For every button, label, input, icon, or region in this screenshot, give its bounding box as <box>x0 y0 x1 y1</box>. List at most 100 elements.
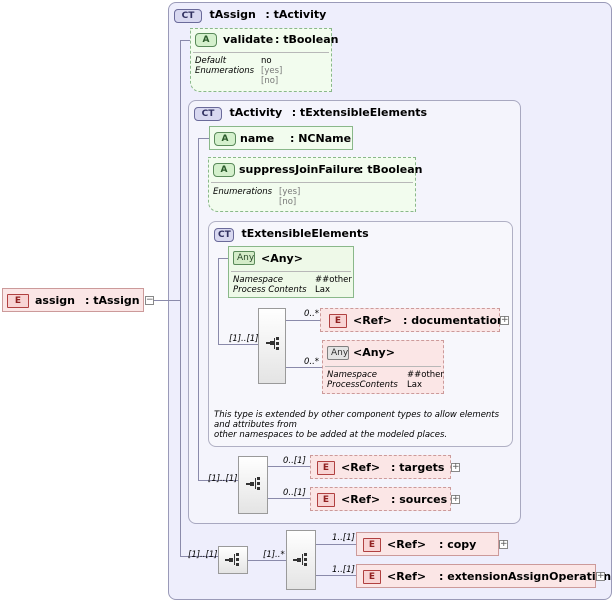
targets-ref: <Ref> <box>341 461 381 474</box>
sequence-multiplicity: [1]..[1] <box>229 334 259 344</box>
enumerations-label: Enumerations <box>195 66 255 76</box>
namespace-label: Namespace <box>233 275 284 285</box>
tAssign-type: : tActivity <box>265 8 327 21</box>
attribute-badge-icon: A <box>214 132 236 146</box>
extension-multiplicity: 1..[1] <box>332 565 355 575</box>
description-line-2: other namespaces to be added at the mode… <box>214 430 448 440</box>
connector <box>198 138 210 139</box>
description-line-1: This type is extended by other component… <box>214 410 500 430</box>
name-attr-type: : NCName <box>290 132 352 145</box>
tAssign-name: tAssign <box>209 8 256 21</box>
expand-icon[interactable]: + <box>499 539 508 549</box>
connector <box>218 344 258 345</box>
divider <box>325 366 441 367</box>
validate-type: : tBoolean <box>275 33 339 46</box>
connector <box>268 498 310 499</box>
expand-icon[interactable]: + <box>451 494 460 504</box>
any-element-namespace-other-2[interactable]: Any <Any> Namespace ##other ProcessConte… <box>322 340 444 394</box>
sequence-compositor-icon[interactable] <box>238 456 268 514</box>
connector <box>286 320 320 321</box>
validate-name: validate <box>223 33 274 46</box>
choice-compositor-icon[interactable] <box>286 530 316 590</box>
targets-element[interactable]: E <Ref> : targets <box>310 455 451 479</box>
enum-value-no: [no] <box>261 76 279 86</box>
process-contents-label: Process Contents <box>233 285 307 295</box>
tActivity-name: tActivity <box>229 106 283 119</box>
tExtensibleElements-name: tExtensibleElements <box>241 227 369 240</box>
connector <box>316 544 356 545</box>
default-value: no <box>261 56 272 66</box>
process-contents-label: ProcessContents <box>327 380 398 390</box>
sequence-compositor-icon[interactable] <box>258 308 286 384</box>
extensionAssignOperation-element[interactable]: E <Ref> : extensionAssignOperation <box>356 564 611 588</box>
expand-icon[interactable]: + <box>500 315 509 325</box>
connector <box>218 258 228 259</box>
namespace-value: ##other <box>315 275 352 285</box>
complex-type-badge-icon: CT <box>174 9 202 23</box>
any-element-namespace-other[interactable]: Any <Any> Namespace ##other Process Cont… <box>228 246 354 298</box>
sequence-multiplicity: [1]..[1] <box>208 474 238 484</box>
sequence-compositor-icon[interactable] <box>218 546 248 574</box>
expand-icon[interactable]: + <box>451 462 460 472</box>
tAssign-header: CT tAssign : tActivity <box>174 8 326 23</box>
documentation-multiplicity: 0..* <box>304 309 320 319</box>
assign-element[interactable]: E assign : tAssign <box>2 288 144 312</box>
namespace-label: Namespace <box>327 370 378 380</box>
complex-type-badge-icon: CT <box>194 107 222 121</box>
element-badge-icon: E <box>317 493 335 507</box>
assign-type: : tAssign <box>85 294 140 307</box>
element-badge-icon: E <box>363 538 381 552</box>
sequence-multiplicity: [1]..[1] <box>188 550 218 560</box>
sources-multiplicity: 0..[1] <box>283 488 306 498</box>
choice-icon <box>293 553 307 566</box>
targets-multiplicity: 0..[1] <box>283 456 306 466</box>
documentation-element[interactable]: E <Ref> : documentation <box>320 308 505 332</box>
element-badge-icon: E <box>7 294 29 308</box>
targets-name: : targets <box>391 461 445 474</box>
type-description: This type is extended by other component… <box>214 410 510 440</box>
process-contents-value: Lax <box>407 380 422 390</box>
documentation-name: : documentation <box>403 314 505 327</box>
choice-multiplicity: [1]..* <box>263 550 285 560</box>
connector <box>198 138 199 480</box>
extension-ref: <Ref> <box>387 570 427 583</box>
suppressJoinFailure-attribute[interactable]: A suppressJoinFailure : tBoolean Enumera… <box>208 157 422 212</box>
connector <box>316 575 356 576</box>
connector <box>180 40 181 556</box>
sources-element[interactable]: E <Ref> : sources <box>310 487 451 511</box>
element-badge-icon: E <box>317 461 335 475</box>
collapse-toggle-icon[interactable]: − <box>145 295 154 305</box>
copy-ref: <Ref> <box>387 538 427 551</box>
expand-icon[interactable]: + <box>596 571 605 581</box>
enum-value-yes: [yes] <box>279 187 301 197</box>
connector <box>248 560 286 561</box>
namespace-value: ##other <box>407 370 444 380</box>
enumerations-label: Enumerations <box>213 187 273 197</box>
enum-value-yes: [yes] <box>261 66 283 76</box>
tActivity-type: : tExtensibleElements <box>291 106 428 119</box>
assign-name: assign <box>35 294 75 307</box>
suppress-type: : tBoolean <box>359 163 423 176</box>
name-attr-name: name <box>240 132 275 145</box>
connector <box>154 300 180 301</box>
divider <box>211 182 413 183</box>
element-badge-icon: E <box>363 570 381 584</box>
divider <box>193 52 329 53</box>
name-attribute[interactable]: A name : NCName <box>209 126 353 150</box>
sequence-icon <box>266 337 279 350</box>
sequence-icon <box>246 477 260 490</box>
connector <box>218 258 219 344</box>
enum-value-no: [no] <box>279 197 297 207</box>
connector <box>180 40 190 41</box>
validate-attribute[interactable]: A validate : tBoolean Default no Enumera… <box>190 28 338 92</box>
any-badge-icon: Any <box>233 251 255 265</box>
connector <box>180 556 218 557</box>
tExtensibleElements-header: CT tExtensibleElements <box>214 227 369 242</box>
any-name: <Any> <box>261 252 303 265</box>
attribute-badge-icon: A <box>195 33 217 47</box>
default-label: Default <box>195 56 227 66</box>
sequence-icon <box>225 553 239 566</box>
tActivity-header: CT tActivity : tExtensibleElements <box>194 106 427 121</box>
extension-name: : extensionAssignOperation <box>439 570 612 583</box>
copy-element[interactable]: E <Ref> : copy <box>356 532 499 556</box>
